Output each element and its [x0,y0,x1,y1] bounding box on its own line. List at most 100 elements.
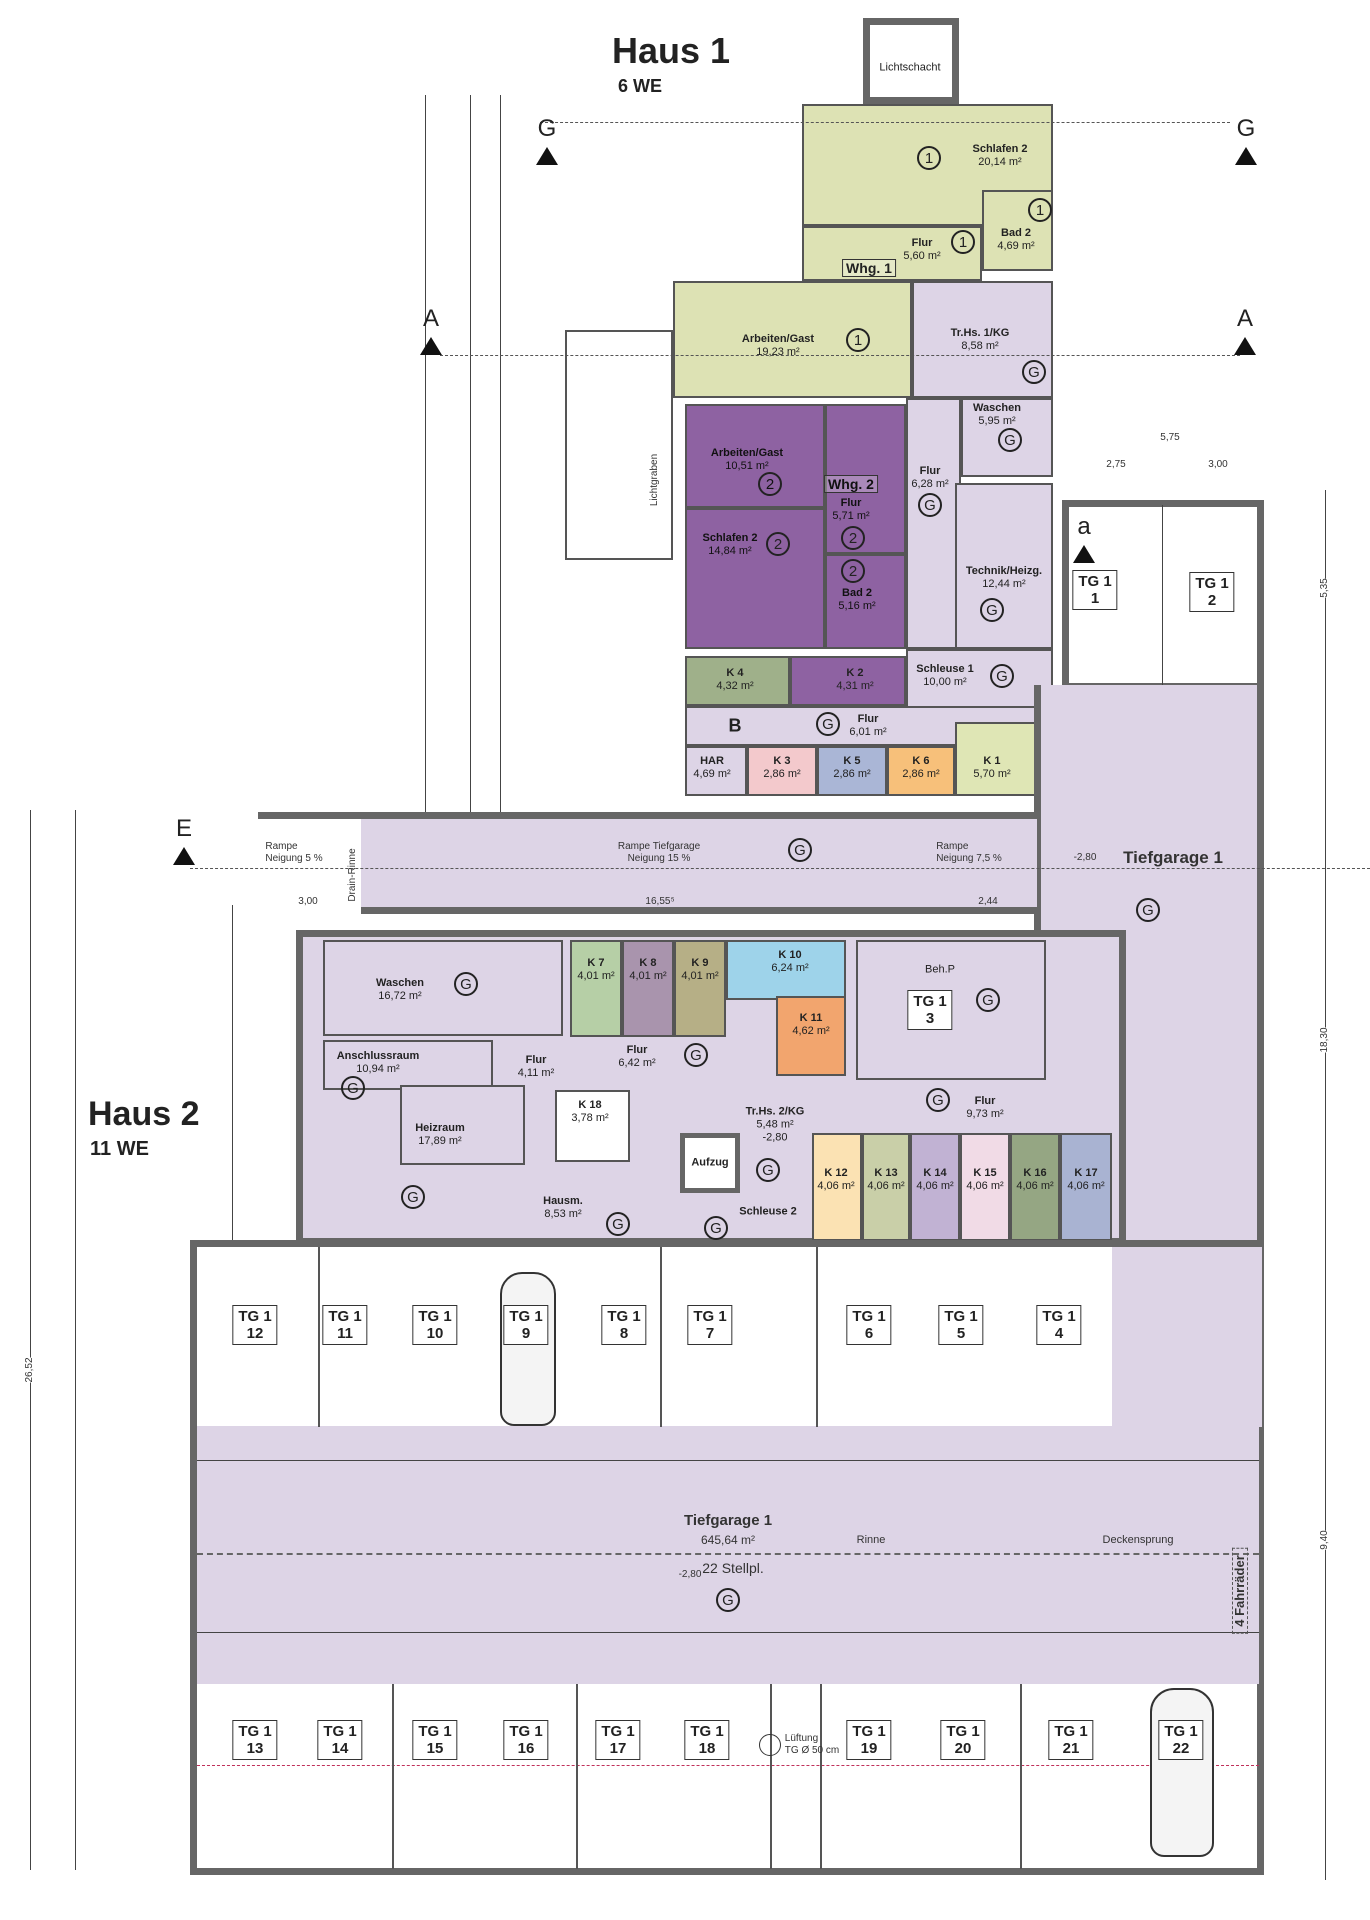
dimension-line [232,905,233,1275]
room-marker: G [704,1216,728,1240]
room-label: Lichtschacht [879,61,941,74]
ramp-strip [361,812,1037,914]
room-label: Schleuse 2 [739,1205,797,1218]
bay-divider [770,1684,780,1869]
room-bad-whg2 [825,554,906,649]
room-marker: 2 [758,472,782,496]
room-marker: G [401,1185,425,1209]
ramp-outdoor [258,812,361,914]
bay-divider [816,1247,826,1427]
deckensprung-label: Deckensprung [1102,1534,1174,1546]
garage-level-top: -2,80 [1073,852,1097,863]
room-marker: G [926,1088,950,1112]
room-k10 [726,940,846,1000]
lichtschacht [863,18,959,104]
room-label: Beh.P [925,963,955,976]
bay-divider [1162,505,1163,685]
haus1-title: Haus 1 [612,30,731,71]
room-marker: G [454,972,478,996]
room-k12 [812,1133,862,1241]
garage-spaces: 22 Stellpl. [702,1560,764,1576]
room-arbeiten-whg2 [685,404,825,508]
lichtgraben [565,330,673,560]
bay-divider [576,1684,586,1869]
rinne-label: Rinne [856,1534,886,1546]
apartment-tag-2: Whg. 2 [824,475,878,493]
garage-label-top: Tiefgarage 1 [1123,848,1223,867]
garage-marker: G [716,1588,740,1612]
room-label: Technik/Heizg.12,44 m² [965,565,1043,590]
section-marker-a-small: a [1073,513,1095,563]
ramp-marker: G [788,838,812,862]
room-k11 [776,996,846,1076]
dimension-text: 26,52 [24,1357,36,1383]
bay-divider [820,1684,830,1869]
section-marker-a-right: A [1234,305,1256,355]
room-k5 [817,746,887,796]
room-marker: G [976,988,1000,1012]
room-marker: 2 [766,532,790,556]
dimension-text: 2,75 [1106,459,1126,470]
car-icon [1150,1688,1214,1857]
section-marker-g-right: G [1235,115,1257,165]
room-k18 [555,1090,630,1162]
room-label: Hausm.8,53 m² [543,1195,583,1220]
dimension-line [1325,490,1326,1880]
haus2-title: Haus 2 [88,1095,200,1133]
room-marker: G [990,664,1014,688]
dimension-line [470,95,471,815]
room-k16 [1010,1133,1060,1241]
room-marker: G [980,598,1004,622]
room-marker: G [756,1158,780,1182]
room-marker: G [684,1043,708,1067]
room-k4 [685,656,790,706]
room-k2 [790,656,906,706]
apartment-tag-1: Whg. 1 [842,259,896,277]
room-marker: G [606,1212,630,1236]
garage-driveway [197,1426,1259,1684]
room-k7 [570,940,622,1037]
dimension-text: 5,75 [1160,432,1180,443]
room-flur-628 [906,398,961,649]
section-marker-e: E [173,815,195,865]
dimension-text: 5,35 [1319,578,1331,598]
section-line-e [190,868,1370,869]
dim-line [197,1460,1259,1461]
dimension-text: 2,44 [978,896,998,907]
section-marker-b: B [728,715,742,736]
room-k8 [622,940,674,1037]
dimension-line [75,810,76,1870]
room-k6 [887,746,955,796]
room-k14 [910,1133,960,1241]
room-marker: 1 [846,328,870,352]
